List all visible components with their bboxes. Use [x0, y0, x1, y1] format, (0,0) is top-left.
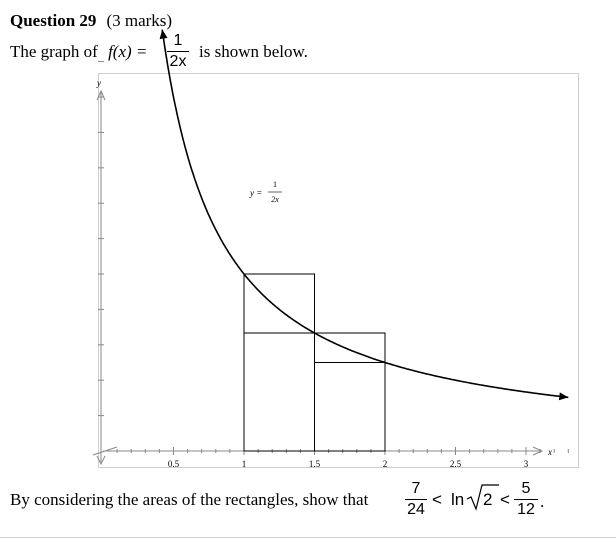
less-than-2: < — [500, 490, 510, 509]
curve-start-arrow-icon — [159, 29, 168, 40]
sqrt-symbol — [466, 484, 499, 511]
right-fraction-bar — [514, 499, 538, 500]
function-curve — [161, 29, 569, 399]
right-fraction-den: 12 — [517, 501, 535, 518]
less-than-1: < — [432, 490, 442, 509]
x-tick-label: 1.5 — [309, 459, 321, 469]
curve-label-num: 1 — [273, 180, 277, 189]
intro-fraction-den: 2x — [169, 53, 187, 70]
x-axis-label: x — [547, 447, 552, 457]
intro-line: The graph of f(x) = — [10, 42, 147, 62]
rectangle-lower-1 — [243, 332, 315, 452]
graph-frame — [98, 73, 579, 468]
x-tick-label: 0.5 — [168, 459, 180, 469]
left-fraction: 7 24 — [405, 481, 427, 518]
x-tick-label: 3 — [524, 459, 529, 469]
left-fraction-den: 24 — [407, 501, 425, 518]
rectangle-upper-1 — [243, 273, 315, 452]
x-tick-label: 1 — [242, 459, 247, 469]
y-ticks — [98, 61, 104, 417]
origin-break-mark — [92, 446, 118, 456]
curve-label-den: 2x — [271, 195, 279, 204]
ln-symbol: ln — [451, 490, 465, 509]
left-fraction-num: 7 — [411, 480, 421, 497]
question-heading: Question 29 (3 marks) — [10, 11, 172, 31]
intro-fraction-bar — [167, 51, 189, 52]
task-text: By considering the areas of the rectangl… — [10, 490, 369, 509]
intro-suffix: is shown below. — [199, 42, 308, 61]
function-lhs: f(x) = — [108, 42, 148, 61]
intro-fraction-num: 1 — [173, 32, 183, 49]
x-axis-arrow-icon — [532, 446, 544, 456]
x-tick-label: 2 — [383, 459, 388, 469]
x-tick-label: 2.5 — [450, 459, 462, 469]
left-fraction-bar — [405, 499, 427, 500]
rectangle-lower-2 — [314, 362, 386, 452]
right-fraction: 5 12 — [514, 481, 538, 518]
bottom-divider — [0, 537, 616, 538]
y-axis-label: y — [96, 78, 101, 88]
x-minor-ticks — [116, 447, 569, 455]
y-axis-down-arrow-icon — [96, 455, 106, 466]
right-fraction-num: 5 — [521, 480, 531, 497]
task-end: . — [540, 492, 545, 511]
sqrt-argument: 2 — [483, 490, 493, 509]
question-label: Question 29 — [10, 11, 97, 30]
question-marks: (3 marks) — [106, 11, 173, 30]
curve-label-lhs: y = — [249, 188, 262, 198]
curve-end-arrow-icon — [558, 392, 569, 401]
intro-prefix: The graph of — [10, 42, 98, 61]
intro-fraction: 1 2x — [167, 33, 189, 70]
